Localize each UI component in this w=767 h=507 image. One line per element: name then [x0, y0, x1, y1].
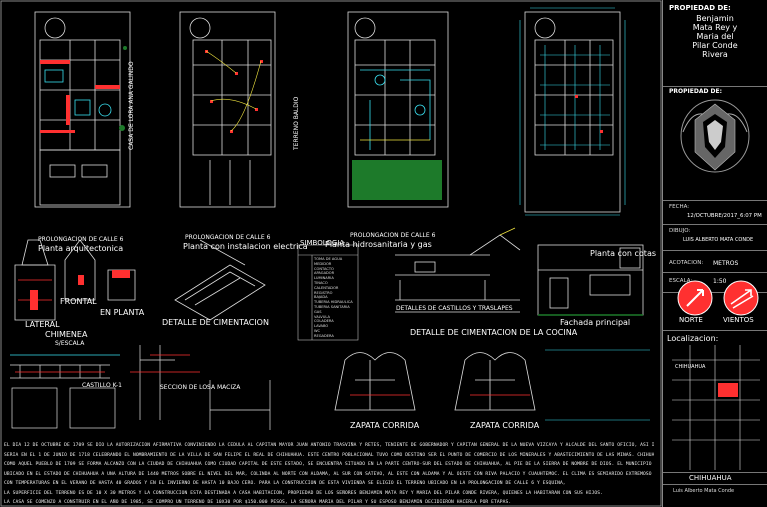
plan2-title: PROLONGACION DE CALLE 6 — [185, 234, 271, 241]
zapata1-label: ZAPATA CORRIDA — [350, 421, 420, 430]
plan1-title: PROLONGACION DE CALLE 6 — [38, 236, 124, 243]
symbology-table — [297, 244, 359, 341]
history-paragraph: EL DIA 12 DE OCTUBRE DE 1709 SE DIO LA A… — [4, 441, 654, 507]
facade-drawing — [537, 244, 644, 316]
legend-item: GAS — [314, 309, 322, 314]
foundation-detail — [174, 239, 266, 321]
paragraph-line: CON TEMPERATURAS EN EL VERANO DE HASTA 4… — [4, 481, 566, 486]
paragraph-line: UBICADO EN EL ESTADO DE CHIHUAHUA A UNA … — [4, 471, 652, 477]
paragraph-line: EL DIA 12 DE OCTUBRE DE 1709 SE DIO LA A… — [4, 443, 654, 448]
title-block: PROPIEDAD DE: Benjamin Mata Rey y Maria … — [662, 0, 767, 507]
paragraph-line: SERIA EN EL 1 DE JUNIO DE 1718 CELEBRAND… — [4, 452, 654, 458]
legend-item: TINACO — [314, 280, 328, 285]
plan3-lawn — [352, 160, 442, 200]
north-arrow-icon — [677, 280, 713, 316]
legend-item: MEDIDOR — [314, 261, 332, 266]
legend-item: REGISTRO — [314, 290, 333, 295]
owner-line: Mata Rey y — [692, 23, 738, 32]
owner-line: Rivera — [702, 50, 728, 59]
legend-item: CALENTADOR — [314, 285, 339, 290]
owner-line: Pilar Conde — [692, 41, 738, 50]
plan1-red-walls — [40, 60, 120, 133]
location-map — [672, 345, 760, 470]
estado-label: CHIHUAHUA — [689, 474, 732, 482]
property-label: PROPIEDAD DE: — [669, 4, 731, 12]
legend-item: TOMA DE AGUA — [314, 257, 343, 261]
plan4-subtitle: Planta con cotas — [590, 249, 657, 258]
escala-label: ESCALA: — [669, 278, 693, 284]
vientos-label: VIENTOS — [723, 316, 754, 324]
dibujo-value: LUIS ALBERTO MATA CONDE — [683, 237, 754, 243]
plan1-subtitle: Planta arquitectonica — [38, 244, 124, 253]
owner-line: Maria del — [696, 32, 734, 41]
floor-plan-2 — [179, 11, 276, 208]
legend-item: LAVABO — [314, 324, 329, 329]
side-label-left: CASA DE LORA ANA GALINDO — [128, 61, 135, 150]
paragraph-line: LA CASA SE COMENZO A CONSTRUIR EN EL AÑO… — [4, 500, 512, 505]
paragraph-line: COMO AQUEL PUEBLO DE 1709 SE FORMA ALCAN… — [4, 462, 654, 467]
cd-label: CHIHUAHUA — [675, 364, 706, 370]
lateral-label: LATERAL — [25, 320, 60, 329]
floor-plan-3 — [347, 11, 449, 208]
legend-item: TUBERIA HIDRAULICA — [314, 300, 353, 305]
acotacion-label: ACOTACION: — [669, 260, 704, 266]
legend-item: REGADERA — [314, 333, 334, 338]
zapata2-label: ZAPATA CORRIDA — [470, 421, 540, 430]
plan3-subtitle: Planta hidrosanitaria y gas — [325, 240, 432, 249]
chimenea-scale: S/ESCALA — [55, 340, 85, 347]
property-label-2: PROPIEDAD DE: — [669, 88, 723, 95]
legend-item: TUBERIA SANITARIA — [314, 304, 350, 309]
legend-item: APAGADOR — [314, 271, 335, 276]
localizacion-label: Localizacion: — [667, 334, 719, 343]
owner-names: Benjamin Mata Rey y Maria del Pilar Cond… — [667, 14, 763, 59]
zapata-corrida-2 — [454, 352, 536, 411]
castillo-k1-label: CASTILLO K-1 — [82, 382, 122, 389]
fecha-value: 12/OCTUBRE/2017_6:07 PM — [687, 213, 762, 219]
frontal-label: FRONTAL — [60, 297, 97, 306]
author-label: Luis Alberto Mata Conde — [673, 488, 735, 494]
acotacion-value: METROS — [713, 260, 739, 267]
dibujo-label: DIBUJO: — [669, 228, 691, 234]
wind-rose-icon — [723, 280, 759, 316]
plan2-subtitle: Planta con instalacion electrica — [183, 242, 308, 251]
zapata-corrida-1 — [334, 352, 416, 411]
legend-item: VALVULA — [314, 314, 330, 319]
floor-plan-4 — [524, 11, 621, 213]
cocina-label: DETALLE DE CIMENTACION DE LA COCINA — [410, 328, 578, 337]
plan1-cyan-furniture — [44, 69, 112, 117]
legend-item: CONTACTO — [314, 266, 334, 271]
castillos-label: DETALLES DE CASTILLOS Y TRASLAPES — [396, 305, 513, 312]
slab-detail — [10, 345, 271, 430]
floor-plan-1 — [34, 11, 131, 208]
fecha-label: FECHA: — [669, 204, 690, 210]
fachada-label: Fachada principal — [560, 318, 631, 327]
legend-item: COLADERA — [314, 319, 334, 324]
en-planta-label: EN PLANTA — [100, 308, 145, 317]
norte-label: NORTE — [679, 316, 703, 324]
legend-item: BAJADA — [314, 295, 328, 300]
simbologia-title: SIMBOLOGIA — [300, 239, 345, 247]
paragraph-line: LA SUPERFICIE DEL TERRENO ES DE 10 X 30 … — [4, 490, 603, 496]
legend-item: WC — [314, 328, 321, 333]
escala-value: 1:50 — [713, 278, 727, 285]
seccion-label: SECCION DE LOSA MACIZA — [160, 384, 241, 391]
side-label-right: TERRENO BALDIO — [293, 96, 300, 150]
university-seal-icon — [680, 99, 750, 173]
plan3-title: PROLONGACION DE CALLE 6 — [350, 232, 436, 239]
cimentacion-label: DETALLE DE CIMENTACION — [162, 318, 269, 327]
chimenea-label: CHIMENEA — [45, 330, 88, 339]
legend-item: LUMINARIA — [314, 276, 334, 281]
owner-line: Benjamin — [696, 14, 734, 23]
